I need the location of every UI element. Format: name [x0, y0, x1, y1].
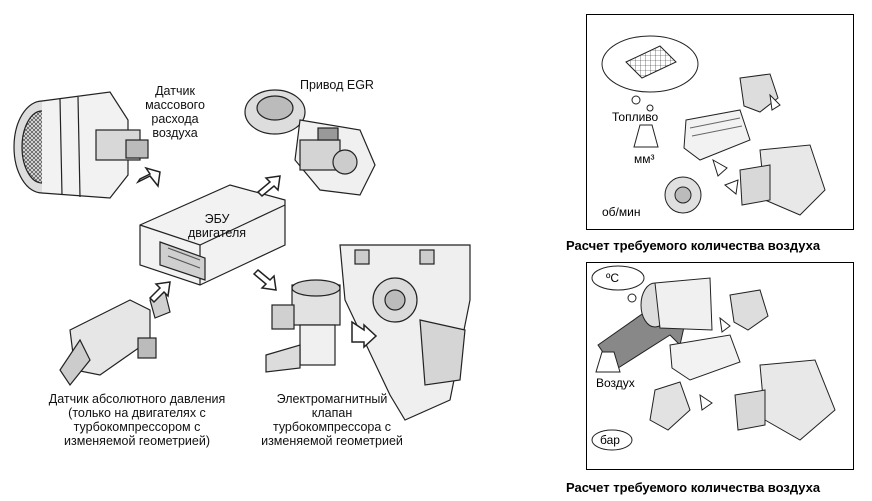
pressure-unit-label: бар — [600, 433, 620, 447]
volume-unit-label: мм³ — [634, 152, 655, 166]
arrow-solenoid-to-turbo — [351, 320, 378, 349]
egr-actuator-label: Привод EGR — [300, 78, 374, 92]
solenoid-valve-label: Электромагнитный клапан турбокомпрессора… — [261, 392, 403, 448]
arrow-map-to-ecu — [148, 281, 171, 304]
arrow-ecu-to-solenoid — [252, 268, 277, 291]
top-panel-caption: Расчет требуемого количества воздуха — [566, 238, 821, 253]
temp-unit-label: ºC — [606, 271, 620, 285]
ecu-label: ЭБУ двигателя — [187, 212, 247, 240]
top-panel-frame — [586, 14, 854, 230]
bottom-panel-illustrations — [591, 265, 836, 451]
rpm-unit-label: об/мин — [602, 205, 641, 219]
air-label: Воздух — [596, 376, 635, 390]
turbocharger-illustration — [339, 244, 471, 421]
fuel-label: Топливо — [612, 110, 659, 124]
arrow-ecu-to-egr — [256, 175, 281, 198]
bottom-panel-caption: Расчет требуемого количества воздуха — [566, 480, 821, 495]
arrow-maf-to-ecu — [135, 166, 161, 188]
maf-sensor-label: Датчик массового расхода воздуха — [145, 84, 205, 140]
solenoid-valve-illustration — [265, 279, 341, 373]
bottom-panel-frame — [586, 262, 854, 470]
map-sensor-label: Датчик абсолютного давления (только на д… — [48, 392, 226, 448]
flow-arrows — [135, 166, 378, 349]
egr-actuator-illustration — [244, 89, 376, 196]
ecu-illustration — [139, 184, 286, 286]
map-sensor-illustration — [59, 291, 171, 387]
maf-sensor-illustration — [13, 91, 149, 199]
top-panel-illustrations — [601, 35, 826, 216]
